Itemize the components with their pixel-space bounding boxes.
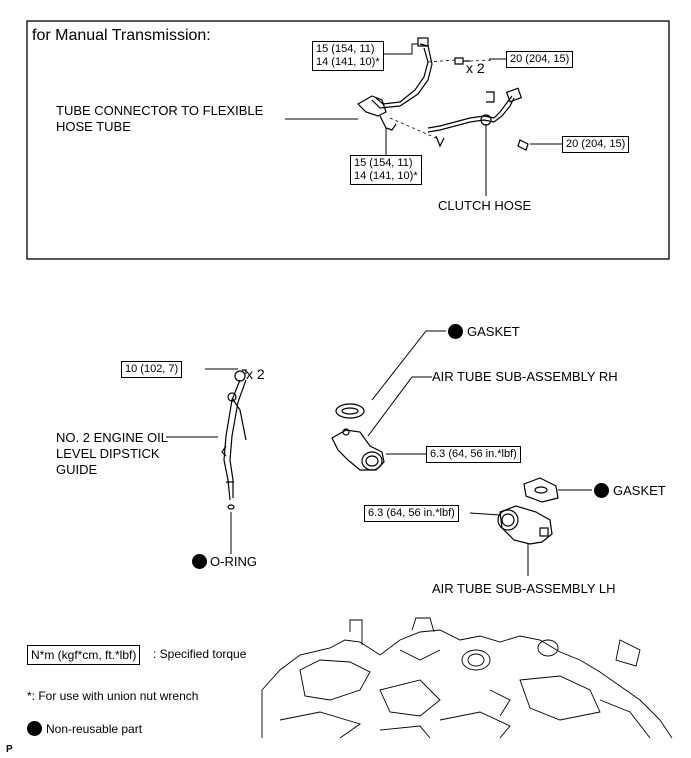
air-tube-rh-label: AIR TUBE SUB-ASSEMBLY RH xyxy=(432,369,618,384)
torque-box-tube-bottom: 15 (154, 11) 14 (141, 10)* xyxy=(350,155,422,185)
label-line: LEVEL DIPSTICK xyxy=(56,446,160,461)
legend-torque-desc: : Specified torque xyxy=(153,647,247,661)
air-tube-lh-label: AIR TUBE SUB-ASSEMBLY LH xyxy=(432,581,616,596)
torque-value: 15 (154, 11) xyxy=(316,43,375,55)
label-line: HOSE TUBE xyxy=(56,119,131,134)
gasket-lh-label: GASKET xyxy=(613,483,666,498)
nonreusable-dot-icon xyxy=(448,324,463,339)
legend-nonreusable-dot-icon xyxy=(27,721,42,736)
air-tube-rh-part xyxy=(331,403,385,471)
label-line: NO. 2 ENGINE OIL xyxy=(56,430,168,445)
torque-value-alt: 14 (141, 10)* xyxy=(354,170,418,182)
manual-transmission-frame xyxy=(26,20,670,260)
torque-box-bolt-top: 20 (204, 15) xyxy=(506,51,574,68)
gasket-rh-label: GASKET xyxy=(467,324,520,339)
air-tube-lh-part xyxy=(497,477,559,545)
legend-torque-unit-box: N*m (kgf*cm, ft.*lbf) xyxy=(27,645,141,665)
bolt-count-top: x 2 xyxy=(466,60,485,76)
dipstick-guide-part xyxy=(221,369,247,510)
label-line: TUBE CONNECTOR TO FLEXIBLE xyxy=(56,103,264,118)
manual-section-title: for Manual Transmission: xyxy=(32,27,211,44)
nonreusable-dot-icon xyxy=(192,554,207,569)
torque-value: 15 (154, 11) xyxy=(354,157,413,169)
engine-sketch xyxy=(261,617,673,739)
dipstick-bolt-count: x 2 xyxy=(246,366,265,382)
torque-box-air-tube-lh: 6.3 (64, 56 in.*lbf) xyxy=(364,505,459,522)
dipstick-guide-label: NO. 2 ENGINE OIL LEVEL DIPSTICK GUIDE xyxy=(56,430,168,478)
clutch-hose-label: CLUTCH HOSE xyxy=(438,198,532,213)
corner-mark: P xyxy=(6,744,13,755)
tube-connector-label: TUBE CONNECTOR TO FLEXIBLE HOSE TUBE xyxy=(56,103,263,135)
torque-box-air-tube-rh: 6.3 (64, 56 in.*lbf) xyxy=(426,446,521,463)
torque-value-alt: 14 (141, 10)* xyxy=(316,56,380,68)
label-line: GUIDE xyxy=(56,462,98,477)
torque-box-bolt-bottom: 20 (204, 15) xyxy=(562,136,630,153)
oring-label: O-RING xyxy=(210,554,257,569)
torque-box-dipstick: 10 (102, 7) xyxy=(121,361,183,378)
legend-asterisk-note: *: For use with union nut wrench xyxy=(27,689,199,703)
nonreusable-dot-icon xyxy=(594,483,609,498)
legend-nonreusable-label: Non-reusable part xyxy=(46,722,143,736)
torque-box-tube-top: 15 (154, 11) 14 (141, 10)* xyxy=(312,41,384,71)
